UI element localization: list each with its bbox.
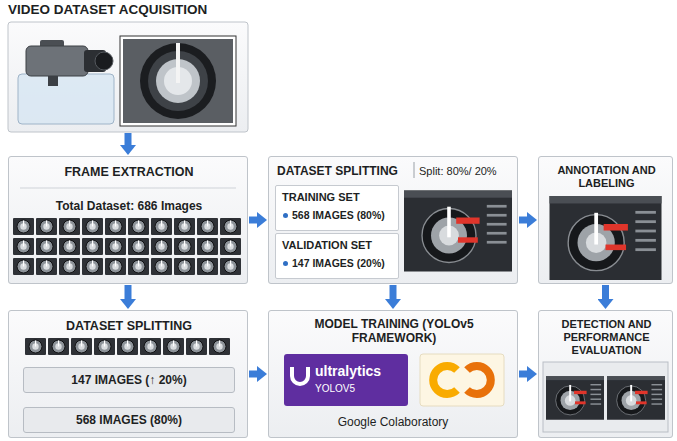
stage-box: MODEL TRAINING (YOLOv5 FRAMEWORK) Google … xyxy=(268,310,518,438)
photo-frame xyxy=(120,36,236,126)
flow-arrow xyxy=(602,285,609,299)
stage-box: ANNOTATION AND LABELING xyxy=(538,156,673,284)
annotation-screenshot xyxy=(404,191,512,272)
panel-fill xyxy=(538,310,673,438)
stage-heading: DATASET SPLITTING xyxy=(277,164,415,178)
stage-heading: MODEL TRAINING (YOLOv5 FRAMEWORK) xyxy=(314,317,474,346)
panel-fill xyxy=(8,310,248,438)
flow-arrow xyxy=(519,371,527,378)
panel-fill xyxy=(538,156,673,284)
colab-logo xyxy=(467,366,491,394)
flow-arrow xyxy=(519,217,527,224)
separator-line xyxy=(20,188,236,189)
camera-mount xyxy=(48,76,58,86)
ultralytics-logo xyxy=(284,354,408,406)
subset-count: 568 IMAGES (80%) xyxy=(282,209,396,222)
separator-line xyxy=(414,162,415,178)
frame-thumbnails xyxy=(13,218,241,275)
results-window xyxy=(543,362,668,432)
camera-lens xyxy=(95,52,113,70)
count-box: 147 IMAGES (↑ 20%) xyxy=(23,367,235,393)
ultralytics-icon xyxy=(292,367,308,384)
stage-heading: DETECTION AND PERFORMANCE EVALUATION xyxy=(543,318,670,358)
panel-fill xyxy=(268,310,518,438)
panel-fill xyxy=(8,156,248,284)
colab-logo xyxy=(433,366,457,394)
acquisition-panel xyxy=(8,22,248,132)
platform-name: Google Colaboratory xyxy=(269,415,517,429)
colab-logo-ground xyxy=(420,354,504,406)
annotation-screenshot xyxy=(550,196,662,280)
logo-subtext: YOLOV5 xyxy=(315,383,407,395)
count-box: 568 IMAGES (80%) xyxy=(23,407,235,433)
frame-thumbnails xyxy=(25,338,230,355)
subset-count: 568 IMAGES (80%) xyxy=(24,413,234,427)
camera-body xyxy=(26,46,88,76)
logo-box: ultralyticsYOLOV5 xyxy=(285,355,409,407)
subset-box: VALIDATION SET 147 IMAGES (20%) xyxy=(275,233,399,279)
camera-illustration xyxy=(18,40,114,124)
stage-box: FRAME EXTRACTION Total Dataset: 686 Image… xyxy=(8,156,248,284)
camera-housing xyxy=(18,74,114,124)
panel-fill xyxy=(268,156,518,284)
detection-screenshot xyxy=(546,376,604,420)
flow-arrow xyxy=(249,217,257,224)
split-ratio: Split: 80%/ 20% xyxy=(419,165,515,178)
detection-screenshot xyxy=(607,376,665,420)
flow-arrow xyxy=(125,285,132,299)
flow-arrow xyxy=(390,285,397,299)
stage-heading: VIDEO DATASET ACQUISITION xyxy=(8,2,248,18)
stage-box: VIDEO DATASET ACQUISITION xyxy=(6,2,250,132)
stage-box: DATASET SPLITTING Split: 80%/ 20% TRAINING… xyxy=(268,156,518,284)
lens-photo xyxy=(123,39,233,123)
flow-arrow xyxy=(125,133,132,145)
subset-heading: TRAINING SET xyxy=(282,191,396,204)
subset-count: 147 IMAGES (20%) xyxy=(282,257,396,270)
stage-box: DETECTION AND PERFORMANCE EVALUATION xyxy=(538,310,673,438)
dataset-count: Total Dataset: 686 Images xyxy=(9,199,249,213)
subset-heading: VALIDATION SET xyxy=(282,239,396,252)
subset-count: 147 IMAGES (↑ 20%) xyxy=(24,373,234,387)
logo-text: ultralytics xyxy=(315,363,407,380)
stage-heading: ANNOTATION AND LABELING xyxy=(543,164,670,190)
stage-heading: FRAME EXTRACTION xyxy=(9,165,249,180)
flow-arrow xyxy=(249,371,257,378)
stage-box: DATASET SPLITTING 147 IMAGES (↑ 20%) 568 I… xyxy=(8,310,248,438)
stage-heading: DATASET SPLITTING xyxy=(9,319,249,334)
subset-box: TRAINING SET 568 IMAGES (80%) xyxy=(275,185,399,231)
